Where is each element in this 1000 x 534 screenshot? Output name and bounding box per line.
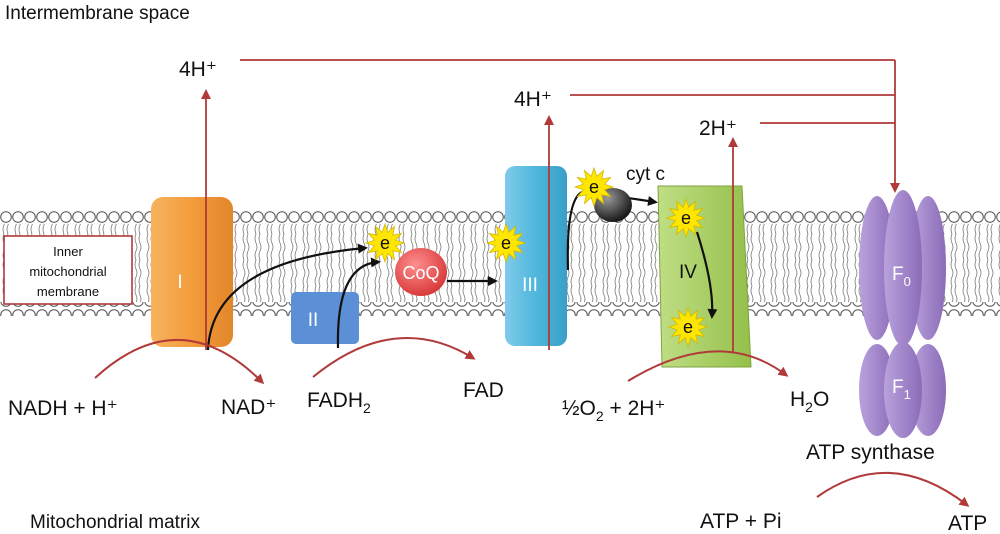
lipid-bilayer: [0, 210, 1000, 316]
electron-star-3: e: [573, 166, 615, 208]
atp-synthase: F0 F1: [859, 190, 946, 438]
complex-iv-label: IV: [679, 262, 697, 283]
complex-iii-label: III: [522, 275, 538, 296]
f1-label: F1: [892, 377, 911, 402]
nad-label: NAD⁺: [221, 396, 276, 419]
proton-label-complex-iv: 2H⁺: [699, 117, 737, 140]
intermembrane-space-label: Intermembrane space: [5, 3, 190, 24]
electron-label: e: [380, 233, 390, 253]
mitochondrial-matrix-label: Mitochondrial matrix: [30, 512, 200, 533]
atp-synthase-label: ATP synthase: [806, 441, 935, 464]
complex-ii: II: [291, 292, 359, 344]
cyt-c: [594, 188, 632, 222]
electron-label: e: [681, 208, 691, 228]
complex-iii: III: [505, 166, 567, 346]
complex-iv: IV: [657, 185, 752, 368]
membrane-label-line1: Inner: [53, 244, 83, 259]
inner-membrane-label-box: Inner mitochondrial membrane: [3, 235, 133, 305]
electron-label: e: [589, 177, 599, 197]
complex-i: I: [151, 197, 233, 347]
fadh2-label: FADH2: [307, 389, 371, 416]
coq-label: CoQ: [402, 263, 439, 283]
cyt-c-label: cyt c: [626, 164, 665, 185]
fad-label: FAD: [463, 379, 504, 402]
proton-routing-lines: [240, 59, 900, 193]
nadh-label: NADH + H⁺: [8, 397, 118, 420]
electron-stars: e e e e e: [364, 166, 709, 348]
complex-i-label: I: [177, 272, 182, 293]
proton-label-complex-i: 4H⁺: [179, 58, 217, 81]
membrane-label-line2: mitochondrial: [29, 264, 106, 279]
proton-label-complex-iii: 4H⁺: [514, 88, 552, 111]
coq: CoQ: [395, 248, 447, 296]
electron-star-2: e: [485, 222, 527, 264]
reaction-arrows: [94, 336, 970, 507]
membrane-label-line3: membrane: [37, 284, 99, 299]
electron-star-1: e: [364, 222, 406, 264]
electron-star-5: e: [667, 306, 709, 348]
water-label: H2O: [790, 388, 829, 415]
atp-pi-label: ATP + Pi: [700, 510, 782, 533]
electron-star-4: e: [665, 197, 707, 239]
f0-label: F0: [892, 264, 911, 289]
proton-pump-arrows: [201, 89, 738, 352]
oxygen-label: ½O2 + 2H⁺: [562, 397, 666, 424]
electron-label: e: [683, 317, 693, 337]
atp-label: ATP: [948, 512, 987, 534]
electron-label: e: [501, 233, 511, 253]
complex-ii-label: II: [308, 310, 319, 331]
